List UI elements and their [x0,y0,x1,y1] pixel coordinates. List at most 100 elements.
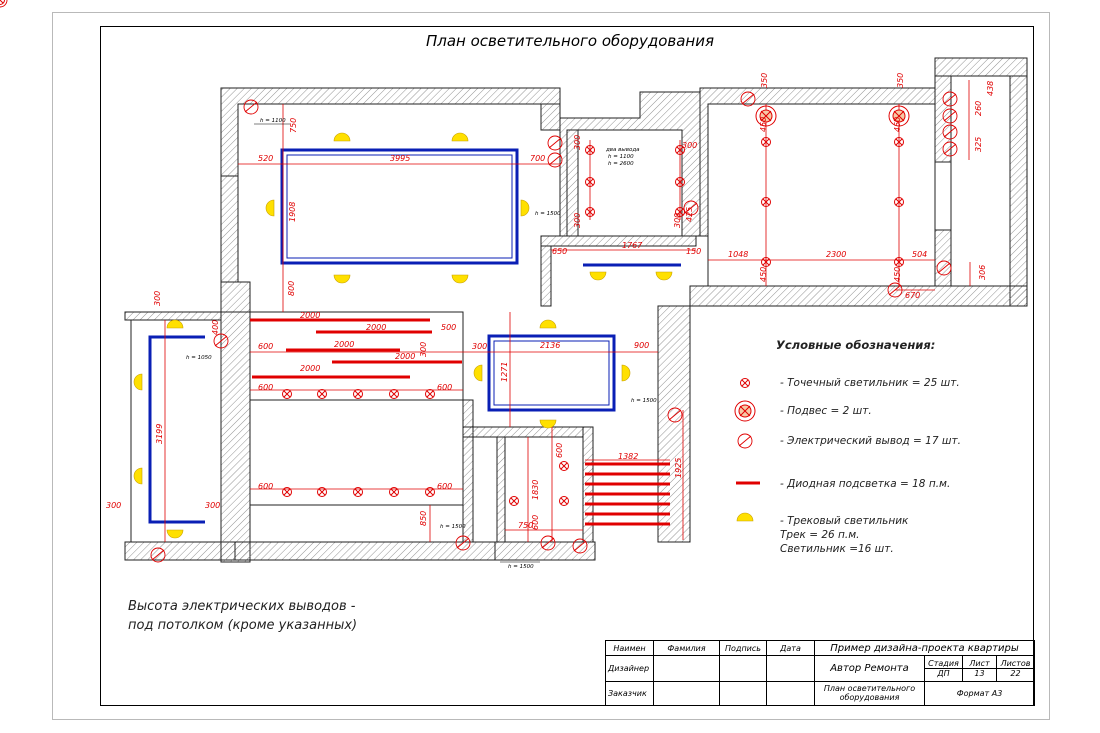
svg-text:450: 450 [759,267,768,282]
svg-text:1271: 1271 [500,362,509,382]
svg-text:438: 438 [986,81,995,96]
legend-led: - Диодная подсветка = 18 п.м. [780,478,951,490]
stamp-project: Пример дизайна-проекта квартиры [813,639,1036,657]
stamp-h-name: Наимен [605,639,654,657]
svg-text:300: 300 [205,501,220,510]
legend-outlet: - Электрический вывод = 17 шт. [780,435,961,447]
svg-text:1048: 1048 [728,250,748,259]
svg-text:1925: 1925 [674,458,683,478]
stamp-stage-h: Стадия [925,659,962,670]
svg-text:300: 300 [673,213,682,228]
stamp-author: Автор Ремонта [814,655,925,682]
led-strips [250,318,760,526]
svg-text:600: 600 [258,482,273,491]
svg-text:300: 300 [573,213,582,228]
svg-text:450: 450 [893,267,902,282]
svg-text:325: 325 [974,137,983,152]
stamp-h-date: Дата [766,639,815,657]
stamp-designer-date [766,655,815,682]
stamp-stage: ДП [937,669,950,679]
svg-text:1830: 1830 [531,480,540,500]
height-labels: h = 1100 h = 1500 h = 1050 h = 1500 h = … [186,118,657,570]
svg-text:два вывода: два вывода [605,147,640,153]
legend-track-line3: Светильник =16 шт. [780,543,894,555]
svg-text:750: 750 [518,521,533,530]
stamp-customer: Заказчик [605,680,654,707]
svg-text:800: 800 [287,281,296,296]
height-note: Высота электрических выводов - под потол… [128,597,357,635]
stamp-format: Формат А3 [923,680,1036,707]
svg-text:h = 1500: h = 1500 [508,564,534,570]
svg-text:600: 600 [531,515,540,530]
svg-text:700: 700 [530,154,545,163]
stamp-designer-name [653,655,720,682]
svg-text:300: 300 [419,342,428,357]
track-lights [148,148,681,524]
svg-text:2000: 2000 [300,311,320,320]
stamp-drawing-name-1: План осветительного [823,684,916,694]
drawing-frame [100,26,1034,706]
svg-text:3995: 3995 [390,154,410,163]
svg-text:2136: 2136 [540,341,560,350]
stamp-designer-sign [719,655,767,682]
svg-text:2000: 2000 [334,340,354,349]
svg-text:600: 600 [258,383,273,392]
stamp-customer-date [766,680,815,707]
svg-text:600: 600 [555,443,564,458]
stamp-drawing-name-2: оборудования [839,693,900,703]
svg-text:2000: 2000 [366,323,386,332]
svg-text:350: 350 [896,73,905,88]
svg-text:1908: 1908 [288,202,297,222]
svg-text:400: 400 [211,320,220,335]
svg-text:350: 350 [760,73,769,88]
svg-text:h = 1100: h = 1100 [260,118,286,124]
stamp-sheets-cell: Листов 22 [995,655,1036,682]
svg-text:h = 1100: h = 1100 [608,154,634,160]
stamp-designer: Дизайнер [605,655,654,682]
svg-text:306: 306 [978,265,987,280]
svg-text:300: 300 [106,501,121,510]
track-balcony [148,335,205,524]
height-note-line2: под потолком (кроме указанных) [128,618,358,633]
track-spots [133,132,754,539]
svg-text:520: 520 [258,154,273,163]
track-kitchen [487,334,616,412]
svg-text:504: 504 [912,250,927,259]
stamp-customer-sign [719,680,767,707]
stamp-drawing-name: План осветительного оборудования [814,680,925,707]
pendant-lights [734,105,910,422]
legend-track-line1: - Трековый светильник [780,515,909,527]
svg-text:600: 600 [437,383,452,392]
walls [124,57,1028,563]
svg-text:2300: 2300 [826,250,846,259]
stamp-h-sign: Подпись [719,639,767,657]
svg-text:300: 300 [682,141,697,150]
svg-text:300: 300 [573,135,582,150]
svg-text:1767: 1767 [622,241,643,250]
svg-text:300: 300 [153,291,162,306]
svg-text:600: 600 [437,482,452,491]
svg-text:670: 670 [905,291,920,300]
legend-spot: - Точечный светильник = 25 шт. [780,377,960,389]
svg-text:300: 300 [472,342,487,351]
stamp-sheets-h: Листов [997,659,1034,670]
svg-text:h = 1050: h = 1050 [186,355,212,361]
svg-text:850: 850 [419,511,428,526]
stamp-sheet-cell: Лист 13 [962,655,997,682]
dimension-texts: 3995 520 700 750 1908 800 2000 2000 2000… [106,73,995,530]
stamp-stage-cell: Стадия ДП [924,655,963,682]
svg-text:900: 900 [634,341,649,350]
drawing-title: План осветительного оборудования [426,32,714,50]
svg-text:450: 450 [759,117,768,132]
stamp-customer-name [653,680,720,707]
svg-text:1382: 1382 [618,452,638,461]
track-living [280,148,519,265]
svg-text:2000: 2000 [395,352,415,361]
svg-text:2000: 2000 [300,364,320,373]
legend-track: - Трековый светильник Трек = 26 п.м. Све… [780,514,908,556]
svg-text:150: 150 [686,247,701,256]
svg-text:h = 1500: h = 1500 [535,211,561,217]
svg-text:h = 1500: h = 1500 [631,398,657,404]
stamp-sheet: 13 [974,669,985,679]
